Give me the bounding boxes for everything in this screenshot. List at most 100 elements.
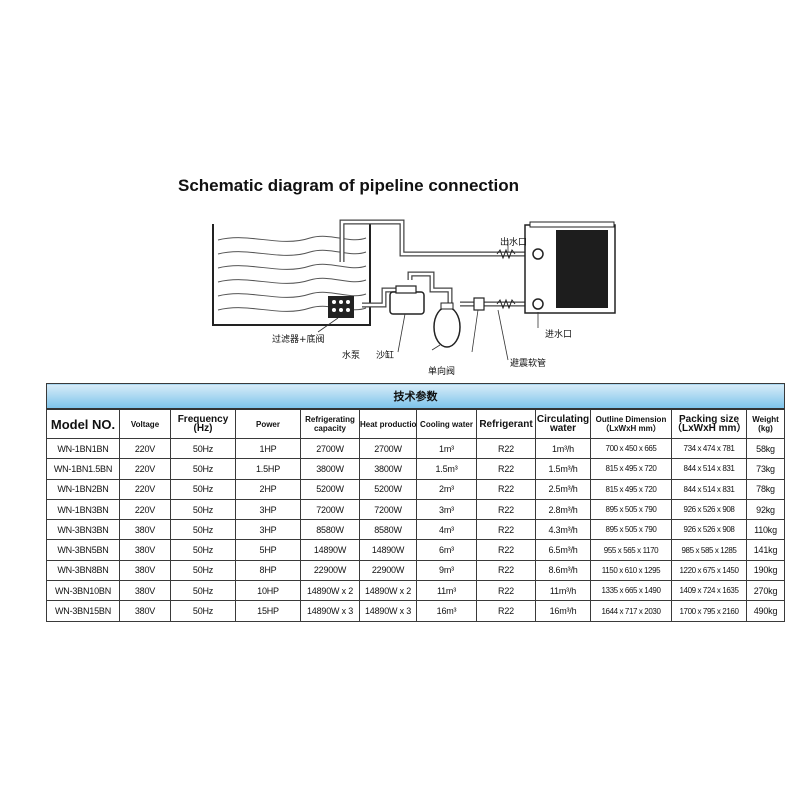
cell-model: WN-3BN15BN: [46, 600, 120, 622]
cell-weight: 141kg: [746, 539, 785, 561]
cell-circulating: 8.6m³/h: [535, 559, 591, 582]
cell-frequency: 50Hz: [170, 519, 236, 541]
pump: [389, 291, 425, 315]
cell-frequency: 50Hz: [170, 539, 236, 561]
cell-refrigerating: 5200W: [300, 478, 360, 500]
cell-power: 2HP: [235, 478, 301, 500]
cell-outline: 895 x 505 x 790: [590, 519, 672, 541]
cell-heat: 8580W: [359, 519, 417, 541]
cell-outline: 895 x 505 x 790: [590, 498, 672, 521]
cell-frequency: 50Hz: [170, 559, 236, 582]
label-hose: 避震软管: [510, 357, 546, 369]
cell-cooling: 1m³: [416, 437, 477, 460]
cell-power: 3HP: [235, 498, 301, 521]
cell-weight: 92kg: [746, 498, 785, 521]
cell-cooling: 9m³: [416, 559, 477, 582]
cell-heat: 14890W x 2: [359, 580, 417, 602]
header-frequency: Frequency(Hz): [170, 408, 236, 439]
cell-refrigerant: R22: [476, 437, 536, 460]
cell-weight: 490kg: [746, 600, 785, 622]
cell-model: WN-3BN8BN: [46, 559, 120, 582]
cell-cooling: 3m³: [416, 498, 477, 521]
cell-model: WN-3BN10BN: [46, 580, 120, 602]
header-power: Power: [235, 408, 301, 439]
cell-power: 15HP: [235, 600, 301, 622]
cell-model: WN-1BN2BN: [46, 478, 120, 500]
cell-packing: 1700 x 795 x 2160: [671, 600, 747, 622]
cell-refrigerant: R22: [476, 519, 536, 541]
cell-outline: 700 x 450 x 665: [590, 437, 672, 460]
cell-model: WN-1BN1.5BN: [46, 458, 120, 480]
cell-weight: 270kg: [746, 580, 785, 602]
cell-cooling: 6m³: [416, 539, 477, 561]
table-banner: 技术参数: [46, 383, 785, 410]
cell-heat: 14890W: [359, 539, 417, 561]
label-check-valve: 单向阀: [428, 365, 455, 377]
cell-heat: 22900W: [359, 559, 417, 582]
cell-weight: 110kg: [746, 519, 785, 541]
check-valve: [473, 297, 485, 311]
header-cooling: Cooling water: [416, 408, 477, 439]
cell-cooling: 1.5m³: [416, 458, 477, 480]
cell-packing: 1220 x 675 x 1450: [671, 559, 747, 582]
cell-voltage: 380V: [119, 600, 171, 622]
cell-refrigerant: R22: [476, 478, 536, 500]
heat-pump-fan-grille: [556, 230, 608, 308]
cell-refrigerant: R22: [476, 498, 536, 521]
cell-packing: 1409 x 724 x 1635: [671, 580, 747, 602]
cell-circulating: 6.5m³/h: [535, 539, 591, 561]
cell-weight: 58kg: [746, 437, 785, 460]
header-weight: Weight(kg): [746, 408, 785, 439]
cell-packing: 844 x 514 x 831: [671, 458, 747, 480]
hose-lower: [496, 298, 516, 310]
spec-table: 技术参数 Model NO. Voltage Frequency(Hz) Pow…: [46, 383, 785, 622]
cell-weight: 190kg: [746, 559, 785, 582]
cell-frequency: 50Hz: [170, 478, 236, 500]
label-outlet: 出水口: [500, 236, 527, 248]
cell-refrigerating: 3800W: [300, 458, 360, 480]
cell-packing: 926 x 526 x 908: [671, 498, 747, 521]
header-refrigerant: Refrigerant: [476, 408, 536, 439]
cell-outline: 1150 x 610 x 1295: [590, 559, 672, 582]
cell-power: 10HP: [235, 580, 301, 602]
label-sand-tank: 沙缸: [376, 349, 394, 361]
label-filter: 过滤器+底阀: [272, 333, 325, 345]
pipeline-diagram: 出水口 进水口 过滤器+底阀 水泵 沙缸 单向阀 避震软管: [212, 219, 616, 377]
cell-heat: 7200W: [359, 498, 417, 521]
cell-frequency: 50Hz: [170, 600, 236, 622]
cell-refrigerating: 8580W: [300, 519, 360, 541]
cell-outline: 1335 x 665 x 1490: [590, 580, 672, 602]
cell-refrigerating: 2700W: [300, 437, 360, 460]
label-inlet: 进水口: [545, 328, 572, 340]
diagram-title: Schematic diagram of pipeline connection: [178, 176, 520, 195]
cell-refrigerant: R22: [476, 580, 536, 602]
label-pump: 水泵: [342, 349, 360, 361]
cell-heat: 3800W: [359, 458, 417, 480]
cell-outline: 955 x 565 x 1170: [590, 539, 672, 561]
cell-voltage: 220V: [119, 478, 171, 500]
cell-circulating: 2.8m³/h: [535, 498, 591, 521]
cell-weight: 73kg: [746, 458, 785, 480]
cell-packing: 985 x 585 x 1285: [671, 539, 747, 561]
cell-heat: 2700W: [359, 437, 417, 460]
cell-power: 8HP: [235, 559, 301, 582]
cell-circulating: 16m³/h: [535, 600, 591, 622]
cell-power: 5HP: [235, 539, 301, 561]
cell-refrigerating: 22900W: [300, 559, 360, 582]
cell-circulating: 11m³/h: [535, 580, 591, 602]
cell-power: 3HP: [235, 519, 301, 541]
cell-refrigerating: 14890W: [300, 539, 360, 561]
cell-power: 1.5HP: [235, 458, 301, 480]
filter: [328, 296, 354, 318]
cell-weight: 78kg: [746, 478, 785, 500]
header-voltage: Voltage: [119, 408, 171, 439]
cell-refrigerating: 14890W x 2: [300, 580, 360, 602]
cell-cooling: 4m³: [416, 519, 477, 541]
